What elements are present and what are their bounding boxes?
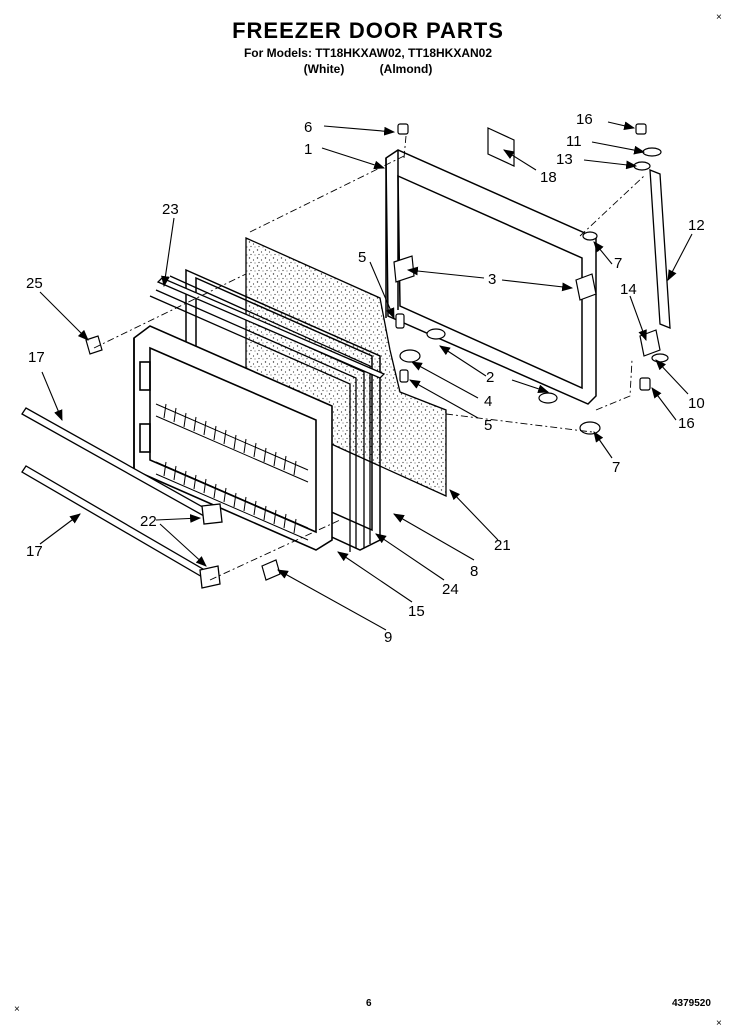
callout-15: 15 xyxy=(408,603,425,620)
callout-5-lower: 5 xyxy=(484,417,492,434)
shelf-ribs xyxy=(155,403,309,541)
callout-8: 8 xyxy=(470,563,478,580)
callout-17-lower: 17 xyxy=(26,543,43,560)
hinge-hardware xyxy=(85,123,669,581)
callout-3: 3 xyxy=(488,271,496,288)
page-title: FREEZER DOOR PARTS xyxy=(232,18,504,43)
callout-25: 25 xyxy=(26,275,43,292)
callout-7-lower: 7 xyxy=(612,459,620,476)
callout-23: 23 xyxy=(162,201,179,218)
page-number: 6 xyxy=(366,998,372,1009)
callout-1: 1 xyxy=(304,141,312,158)
callout-10: 10 xyxy=(688,395,705,412)
label-sheet xyxy=(487,127,515,167)
callout-2: 2 xyxy=(486,369,494,386)
corner-mark: × xyxy=(716,1018,722,1029)
corner-mark: × xyxy=(716,12,722,23)
assembly-lines xyxy=(93,135,645,581)
top-trim-strip xyxy=(156,277,386,379)
callout-12: 12 xyxy=(688,217,705,234)
callout-6: 6 xyxy=(304,119,312,136)
callout-16-upper: 16 xyxy=(576,111,593,128)
callout-22: 22 xyxy=(140,513,157,530)
leader-lines xyxy=(39,121,693,631)
variant-almond: (Almond) xyxy=(379,62,433,76)
callout-18: 18 xyxy=(540,169,557,186)
model-variants: (White) (Almond) xyxy=(0,62,736,76)
callout-11: 11 xyxy=(566,133,582,150)
callout-5-upper: 5 xyxy=(358,249,366,266)
callout-7-upper: 7 xyxy=(614,255,622,272)
door-shelf-bars xyxy=(21,407,223,589)
callout-16-lower: 16 xyxy=(678,415,695,432)
variant-white: (White) xyxy=(303,62,345,76)
callout-14: 14 xyxy=(620,281,637,298)
callout-labels: 6 1 23 25 5 3 2 4 5 18 16 11 13 7 12 14 … xyxy=(26,111,705,646)
model-numbers: For Models: TT18HKXAW02, TT18HKXAN02 xyxy=(243,46,493,60)
callout-21: 21 xyxy=(494,537,511,554)
callout-4: 4 xyxy=(484,393,492,410)
hinge-cover xyxy=(649,169,671,329)
callout-17-upper: 17 xyxy=(28,349,45,366)
corner-mark: × xyxy=(14,1004,20,1015)
callout-9: 9 xyxy=(384,629,392,646)
callout-24: 24 xyxy=(442,581,459,598)
callout-13: 13 xyxy=(556,151,573,168)
document-number: 4379520 xyxy=(672,998,711,1009)
